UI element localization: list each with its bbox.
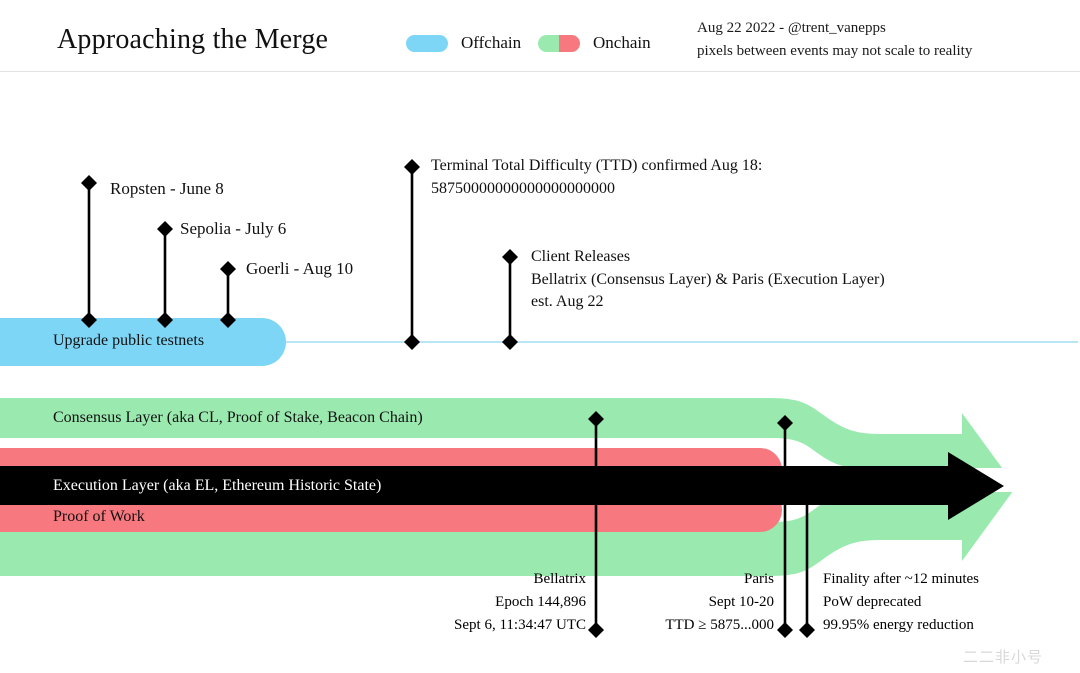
testnet-leader-lines bbox=[87, 182, 230, 320]
bar-label-proof-of-work: Proof of Work bbox=[53, 508, 145, 525]
bar-label-execution-layer: Execution Layer (aka EL, Ethereum Histor… bbox=[53, 477, 382, 494]
bellatrix-time: Sept 6, 11:34:47 UTC bbox=[454, 616, 586, 633]
annotation-leader-lines bbox=[410, 168, 512, 338]
annotation-ttd-value: 58750000000000000000000 bbox=[431, 179, 615, 197]
meta-credit: Aug 22 2022 - @trent_vanepps pixels betw… bbox=[697, 17, 972, 64]
bar-upgrade-testnets bbox=[0, 318, 286, 366]
annotation-client-line3: est. Aug 22 bbox=[531, 293, 604, 311]
legend-item-offchain: Offchain bbox=[406, 33, 521, 53]
finality-line3: 99.95% energy reduction bbox=[823, 616, 974, 633]
legend-item-onchain: Onchain bbox=[538, 33, 651, 53]
bottom-leader-lines bbox=[594, 420, 809, 628]
testnet-markers bbox=[81, 175, 236, 328]
event-label-ropsten: Ropsten - June 8 bbox=[110, 179, 224, 198]
annotation-ttd-line1: Terminal Total Difficulty (TTD) confirme… bbox=[431, 157, 763, 174]
bar-label-consensus-layer: Consensus Layer (aka CL, Proof of Stake,… bbox=[53, 409, 423, 426]
meta-disclaimer: pixels between events may not scale to r… bbox=[697, 43, 973, 60]
annotation-client-line2: Bellatrix (Consensus Layer) & Paris (Exe… bbox=[531, 270, 885, 288]
paris-title: Paris bbox=[744, 571, 774, 587]
legend-label-offchain: Offchain bbox=[461, 33, 522, 52]
bellatrix-epoch: Epoch 144,896 bbox=[495, 593, 586, 610]
arrow-execution-layer bbox=[0, 452, 1004, 520]
annotation-client-releases: Client Releases Bellatrix (Consensus Lay… bbox=[531, 246, 885, 314]
bellatrix-title: Bellatrix bbox=[533, 571, 587, 587]
bottom-block-finality: Finality after ~12 minutes PoW deprecate… bbox=[823, 568, 979, 636]
header-divider bbox=[0, 71, 1080, 72]
header: Approaching the Merge Offchain Onchain A… bbox=[0, 0, 1080, 72]
annotation-markers bbox=[404, 159, 518, 350]
annotation-client-line1: Client Releases bbox=[531, 248, 631, 265]
watermark: 二二非小号 bbox=[963, 648, 1044, 666]
finality-line2: PoW deprecated bbox=[823, 593, 922, 610]
event-label-goerli: Goerli - Aug 10 bbox=[246, 259, 354, 278]
meta-date-author: Aug 22 2022 - @trent_vanepps bbox=[697, 20, 886, 36]
event-label-sepolia: Sepolia - July 6 bbox=[180, 219, 287, 238]
annotation-ttd: Terminal Total Difficulty (TTD) confirme… bbox=[431, 155, 762, 200]
legend-swatch-onchain bbox=[538, 34, 580, 52]
page-title: Approaching the Merge bbox=[57, 24, 329, 55]
legend-swatch-offchain bbox=[406, 34, 448, 52]
bottom-block-bellatrix: Bellatrix Epoch 144,896 Sept 6, 11:34:47… bbox=[340, 568, 586, 636]
bottom-markers bbox=[588, 411, 815, 638]
legend-label-onchain: Onchain bbox=[593, 33, 651, 52]
bar-label-upgrade-testnets: Upgrade public testnets bbox=[53, 332, 205, 349]
paris-date: Sept 10-20 bbox=[708, 593, 774, 610]
finality-line1: Finality after ~12 minutes bbox=[823, 571, 980, 587]
paris-ttd: TTD ≥ 5875...000 bbox=[665, 616, 774, 633]
bottom-block-paris: Paris Sept 10-20 TTD ≥ 5875...000 bbox=[580, 568, 774, 636]
